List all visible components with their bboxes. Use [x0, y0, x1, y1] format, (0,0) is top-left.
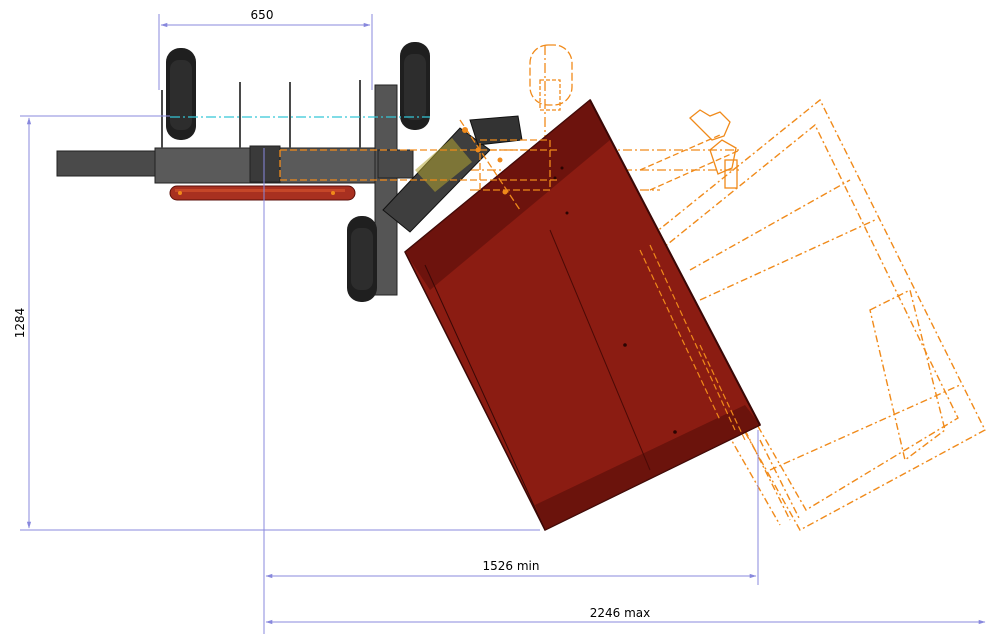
tire-rear — [347, 216, 377, 302]
dimension-top-650 — [158, 14, 373, 90]
dimension-label-650: 650 — [251, 8, 274, 22]
mower-deck — [404, 98, 762, 531]
dimension-label-1284: 1284 — [13, 308, 27, 339]
tire-front-right — [400, 42, 430, 130]
dimension-left-1284 — [20, 115, 540, 531]
dimension-label-max: 2246 max — [590, 606, 651, 620]
tractor-frame — [56, 80, 560, 296]
dimension-label-min: 1526 min — [483, 559, 540, 573]
ghost-extended-deck — [639, 98, 986, 531]
tire-front-left — [166, 48, 196, 140]
dimension-min-reach — [263, 148, 759, 634]
